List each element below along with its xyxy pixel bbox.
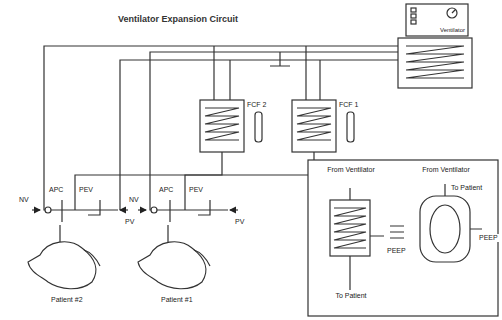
port-label: NV — [128, 196, 140, 204]
port-label: PEV — [78, 186, 94, 194]
fcf-label: FCF 2 — [246, 101, 267, 109]
patient-label: Patient #1 — [160, 296, 194, 304]
fcf-label: FCF 1 — [338, 101, 359, 109]
inset-label: To Patient — [450, 184, 483, 192]
port-label: NV — [18, 196, 30, 204]
node-label: Ventilator — [440, 27, 465, 34]
inset-label: From Ventilator — [322, 166, 380, 174]
port-label: PV — [234, 218, 245, 226]
ventilator-box: Ventilator — [406, 4, 468, 36]
inset-label: From Ventilator — [412, 166, 480, 174]
inset-label: PEEP — [386, 247, 407, 255]
port-label: PV — [124, 218, 135, 226]
patient-label: Patient #2 — [50, 296, 84, 304]
port-label: APC — [48, 186, 64, 194]
inset-label: To Patient — [326, 292, 376, 300]
inset-label: PEEP — [478, 234, 499, 242]
port-label: PEV — [188, 186, 204, 194]
diagram-title: Ventilator Expansion Circuit — [118, 14, 238, 24]
port-label: APC — [158, 186, 174, 194]
